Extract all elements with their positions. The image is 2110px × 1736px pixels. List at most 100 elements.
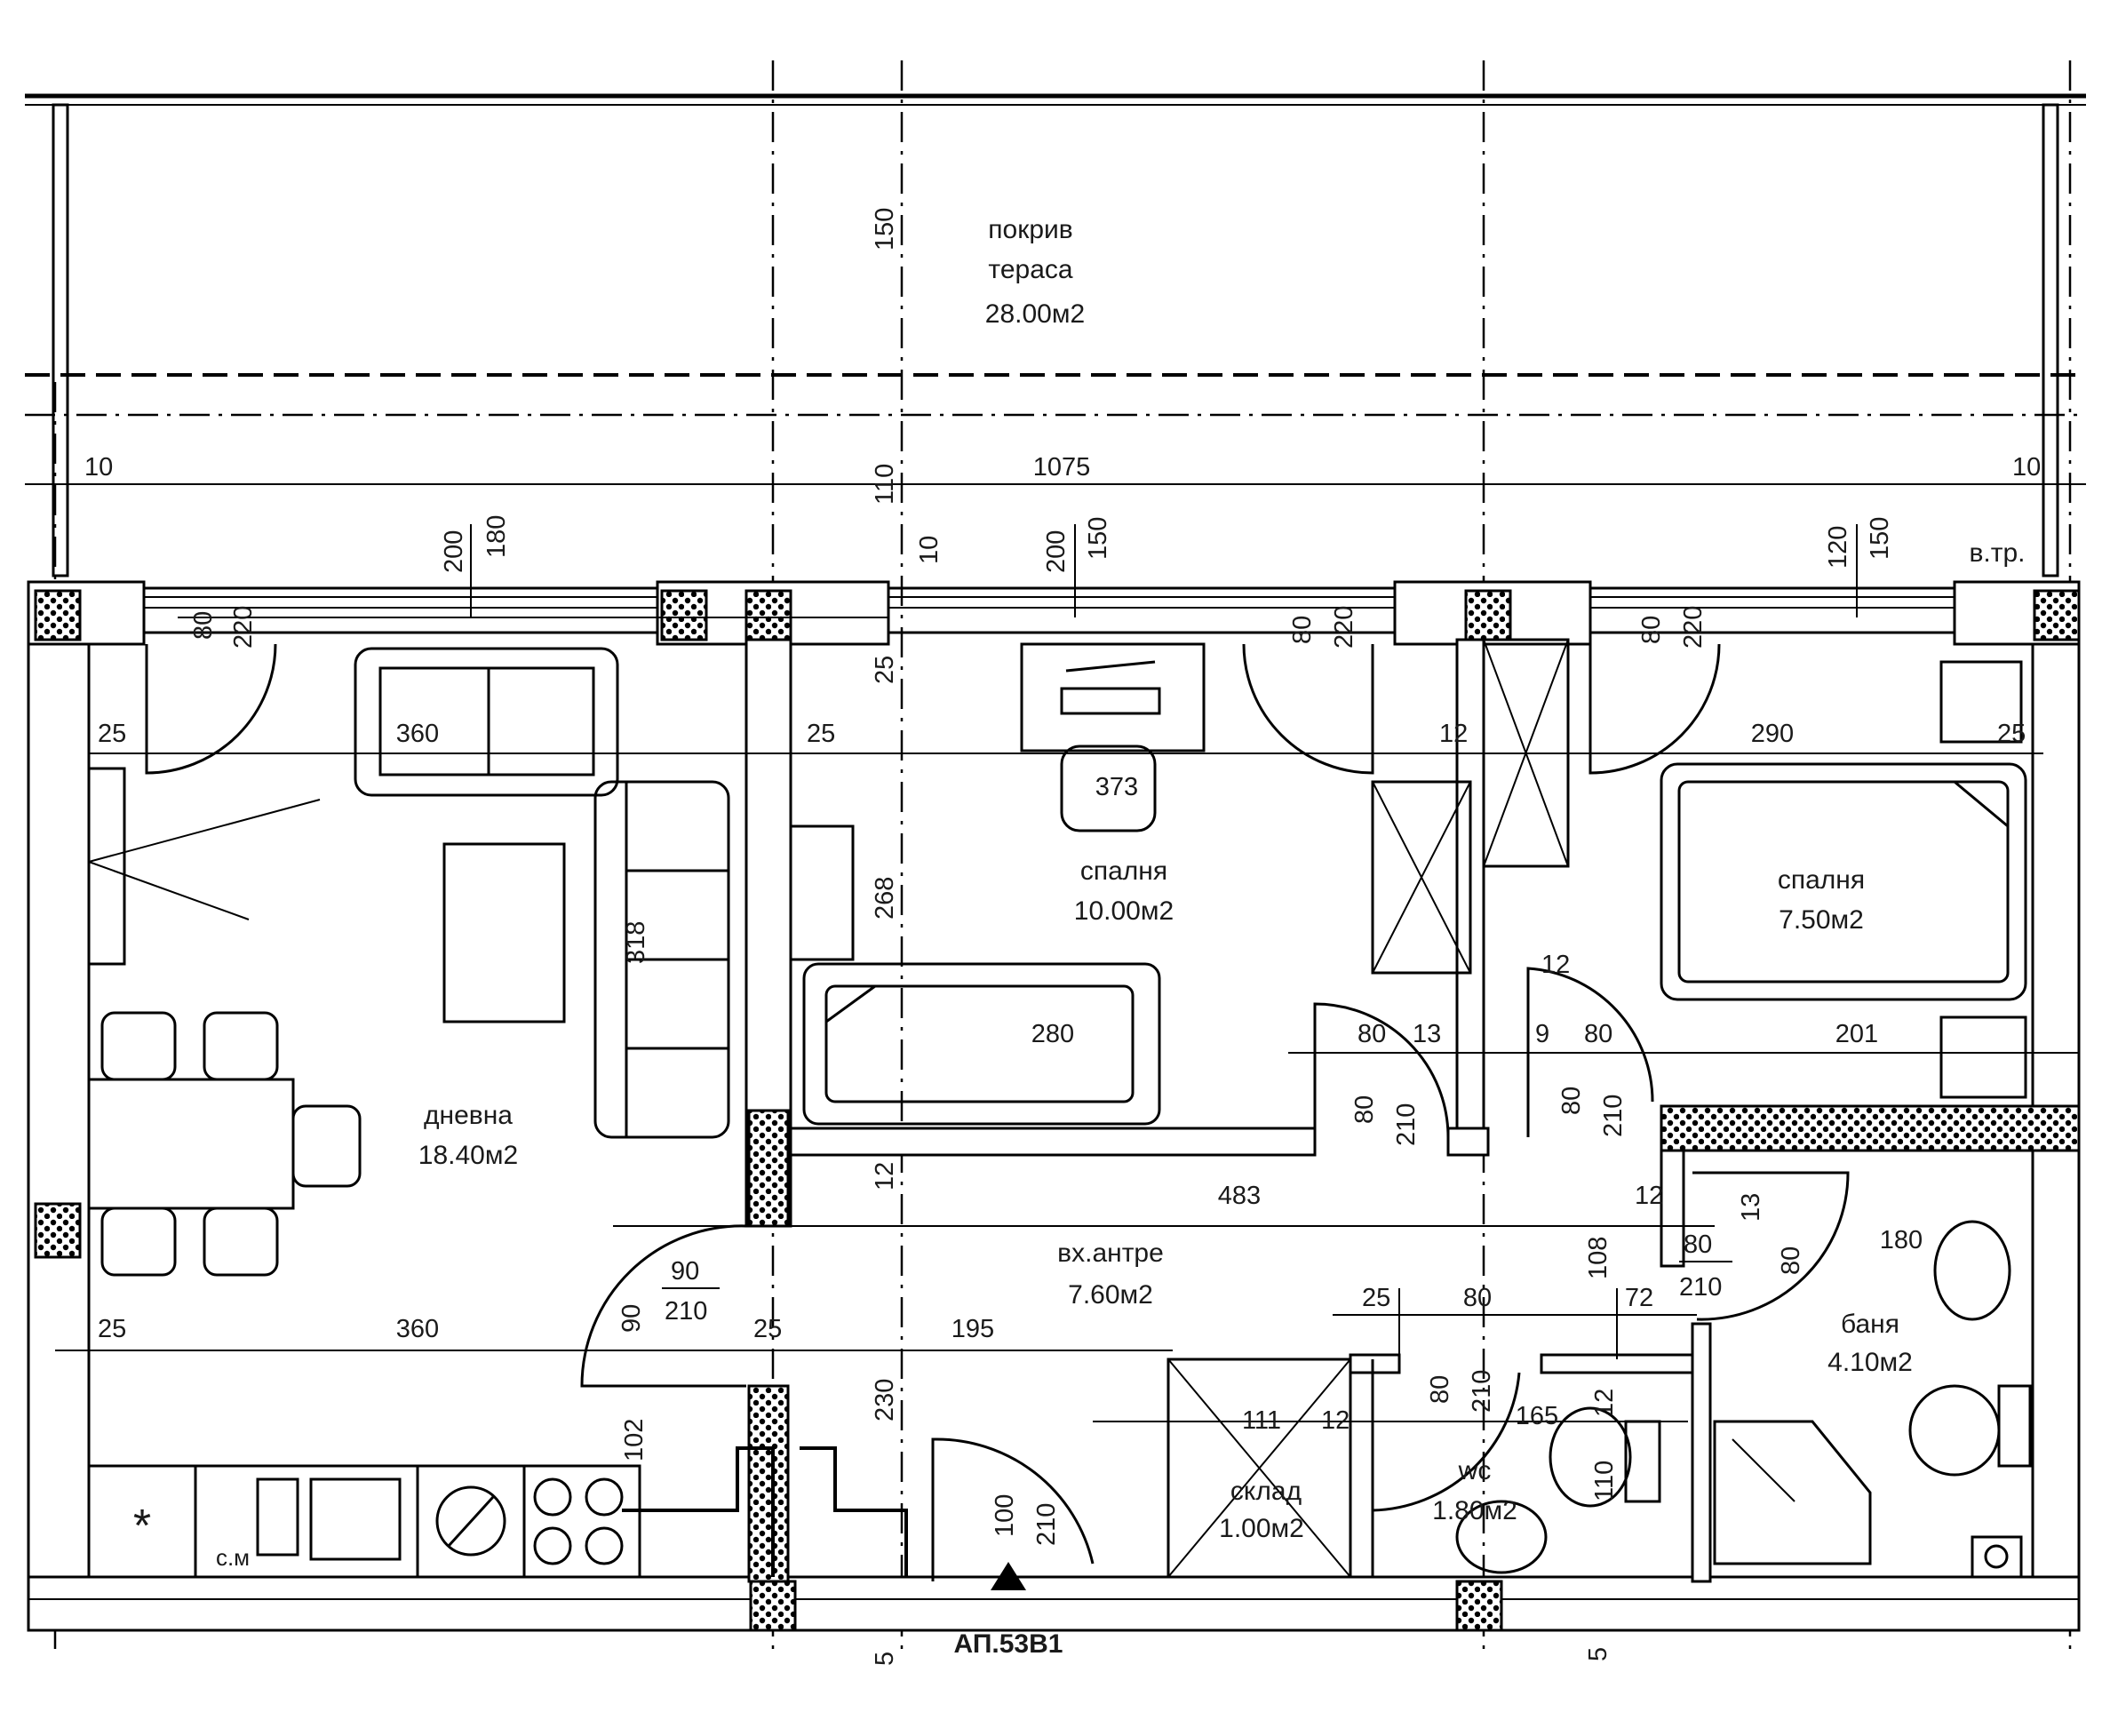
dim-label: 165 [1516, 1402, 1558, 1430]
dim-label: 210 [1032, 1503, 1061, 1546]
dim-label: 13 [1413, 1020, 1441, 1048]
living-area: 18.40м2 [418, 1141, 518, 1170]
dim-label: 25 [1997, 720, 2026, 748]
dim-label: 110 [871, 464, 899, 505]
bedroom1-area: 10.00м2 [1074, 896, 1174, 926]
dim-label: 9 [1535, 1020, 1549, 1048]
dim-label: 25 [98, 720, 126, 748]
dim-label: 80 [1463, 1284, 1492, 1312]
dim-label: 195 [951, 1315, 994, 1343]
dim-label: 80 [1350, 1095, 1379, 1124]
dim-label: 108 [1584, 1237, 1612, 1279]
dim-label: 210 [1679, 1273, 1722, 1302]
terrace-area-label: 28.00м2 [985, 299, 1085, 329]
dim-label: 111 [1242, 1406, 1281, 1435]
dim-label: 80 [1288, 616, 1317, 644]
dim-label: 200 [1042, 530, 1071, 573]
dim-label: 10 [915, 536, 944, 564]
dim-label: 25 [871, 656, 899, 684]
wc-name: wc [1458, 1456, 1492, 1485]
dim-label: 373 [1095, 773, 1138, 801]
dim-label: 12 [1439, 720, 1468, 748]
washer-label: с.м [216, 1544, 250, 1571]
hall-name: вх.антре [1057, 1238, 1164, 1268]
dim-label: 220 [1330, 606, 1358, 649]
dim-label: 5 [871, 1652, 899, 1666]
dim-label: 102 [620, 1419, 649, 1461]
shaft-label: в.тр. [1969, 538, 2025, 568]
dim-label: 12 [1321, 1406, 1350, 1435]
dimension-lines [55, 483, 2079, 1422]
dim-label: 120 [1824, 526, 1852, 569]
living-name: дневна [424, 1101, 513, 1130]
dim-label: 25 [807, 720, 835, 748]
terrace-area: покрив тераса 28.00м2 [25, 60, 2086, 1652]
dim-label: 110 [1590, 1461, 1619, 1501]
dim-label: 280 [1031, 1020, 1074, 1048]
terrace-name-1: покрив [988, 215, 1072, 244]
fridge-icon: * [133, 1501, 151, 1552]
dim-label: 80 [1777, 1246, 1805, 1275]
dim-label: 12 [1635, 1182, 1663, 1210]
dim-label: 290 [1751, 720, 1794, 748]
dim-label: 220 [1679, 606, 1708, 649]
bedroom2-name: спалня [1778, 865, 1865, 895]
dimension-labels: 10 1075 10 25 360 25 12 290 25 373 12 28… [84, 453, 2041, 1435]
dim-label: 268 [871, 877, 899, 920]
room-labels: спалня 10.00м2 спалня 7.50м2 дневна 18.4… [216, 538, 2026, 1659]
apartment-label: АП.53В1 [954, 1629, 1063, 1659]
dimension-labels-vertical: 150 110 200 180 10 200 150 120 150 80 22… [189, 208, 1894, 1666]
inner-walls [622, 638, 2081, 1583]
dim-label: 100 [991, 1494, 1019, 1537]
dim-label: 150 [871, 208, 899, 251]
furniture: * [87, 638, 2032, 1579]
dim-label: 210 [1599, 1095, 1628, 1137]
bath-name: баня [1841, 1310, 1899, 1339]
dim-label: 10 [84, 453, 113, 482]
dim-label: 25 [753, 1315, 782, 1343]
dim-label: 80 [1637, 616, 1666, 644]
dim-label: 72 [1625, 1284, 1653, 1312]
outer-walls [27, 580, 2081, 1632]
dim-label: 80 [1557, 1087, 1586, 1115]
dim-label: 5 [1584, 1647, 1612, 1661]
dim-label: 230 [871, 1379, 899, 1421]
dim-label: 90 [671, 1257, 699, 1286]
dim-label: 180 [1880, 1226, 1923, 1254]
dim-label: 25 [1362, 1284, 1390, 1312]
dim-label: 210 [1468, 1370, 1496, 1413]
dim-label: 1075 [1033, 453, 1091, 482]
bedroom2-area: 7.50м2 [1779, 905, 1864, 935]
hall-area: 7.60м2 [1068, 1280, 1153, 1310]
dim-label: 180 [482, 515, 511, 558]
dim-label: 360 [396, 720, 439, 748]
dim-label: 80 [189, 611, 218, 640]
dim-label: 12 [871, 1162, 899, 1191]
dim-label: 80 [1584, 1020, 1612, 1048]
dim-label: 201 [1835, 1020, 1878, 1048]
dim-label: 150 [1866, 517, 1894, 560]
bedroom1-name: спалня [1080, 856, 1167, 886]
dim-label: 360 [396, 1315, 439, 1343]
bath-area: 4.10м2 [1827, 1348, 1913, 1377]
dim-label: 200 [440, 530, 468, 573]
dim-label: 318 [622, 921, 650, 964]
dim-label: 80 [1684, 1230, 1712, 1259]
dim-label: 150 [1084, 517, 1112, 560]
dim-label: 210 [1392, 1103, 1421, 1146]
dim-label: 80 [1426, 1375, 1454, 1404]
dim-label: 10 [2012, 453, 2041, 482]
dim-label: 25 [98, 1315, 126, 1343]
dim-label: 210 [665, 1297, 707, 1326]
storage-area: 1.00м2 [1219, 1514, 1304, 1543]
storage-name: склад [1230, 1477, 1302, 1506]
dim-label: 13 [1737, 1193, 1765, 1222]
dim-label: 483 [1218, 1182, 1261, 1210]
terrace-name-2: тераса [988, 255, 1072, 284]
dim-label: 12 [1590, 1389, 1619, 1417]
dim-label: 90 [617, 1304, 646, 1333]
doors [145, 643, 1850, 1590]
wc-area: 1.80м2 [1432, 1496, 1517, 1525]
dim-label: 12 [1541, 951, 1570, 979]
